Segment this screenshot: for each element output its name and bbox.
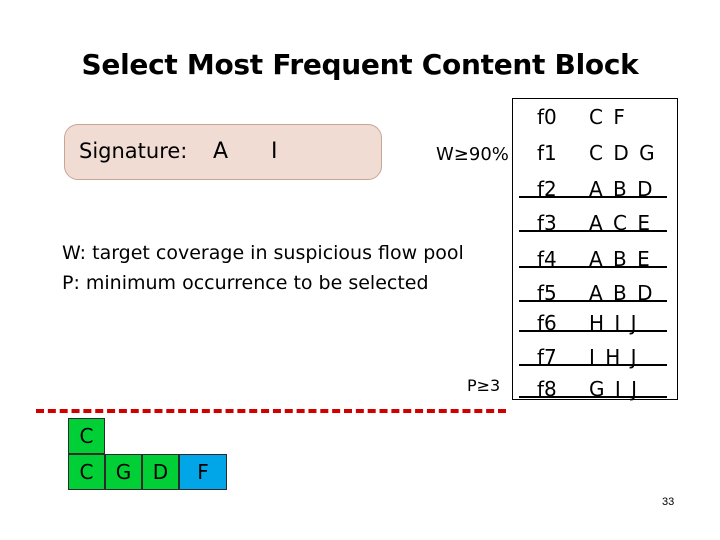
- strikethrough-line: [519, 300, 667, 302]
- flow-row: f1 C D G: [513, 135, 677, 169]
- flow-id: f3: [537, 211, 557, 235]
- flow-id: f6: [537, 311, 557, 335]
- flow-id: f1: [537, 141, 557, 165]
- signature-block-i: I: [271, 139, 278, 164]
- p-description: P: minimum occurrence to be selected: [62, 272, 429, 294]
- flow-row: f2 A B D: [513, 171, 677, 205]
- flow-id: f0: [537, 105, 557, 129]
- p-threshold-label: P≥3: [467, 376, 501, 395]
- flow-blocks: C F: [589, 105, 627, 129]
- strikethrough-line: [519, 330, 667, 332]
- slide-title: Select Most Frequent Content Block: [81, 48, 639, 81]
- w-threshold-label: W≥90%: [436, 144, 509, 165]
- strikethrough-line: [519, 196, 667, 198]
- flow-row: f7 I H J: [513, 339, 677, 373]
- flow-id: f4: [537, 247, 557, 271]
- flow-id: f5: [537, 281, 557, 305]
- flow-row: f6 H I J: [513, 305, 677, 339]
- page-number: 33: [662, 496, 675, 508]
- signature-label: Signature:: [79, 139, 188, 163]
- strikethrough-line: [519, 364, 667, 366]
- flow-row: f3 A C E: [513, 205, 677, 239]
- flow-pool-table: f0 C F f1 C D G f2 A B D f3 A C E f4 A B…: [512, 98, 678, 401]
- histogram-block-d: D: [142, 454, 179, 490]
- signature-box: Signature: A I: [64, 124, 382, 180]
- strikethrough-line: [519, 266, 667, 268]
- flow-row: f5 A B D: [513, 275, 677, 309]
- histogram-block-c: C: [68, 454, 105, 490]
- signature-block-a: A: [213, 139, 229, 164]
- strikethrough-line: [519, 230, 667, 232]
- histogram-block-f: F: [179, 454, 227, 490]
- flow-id: f2: [537, 177, 557, 201]
- strikethrough-line: [519, 396, 667, 398]
- flow-id: f8: [537, 377, 557, 401]
- histogram-block-c-stack: C: [68, 418, 105, 454]
- w-description: W: target coverage in suspicious flow po…: [62, 242, 464, 264]
- flow-row: f0 C F: [513, 99, 677, 133]
- flow-id: f7: [537, 345, 557, 369]
- threshold-dashed-line: [36, 409, 506, 413]
- histogram-block-g: G: [105, 454, 142, 490]
- flow-blocks: C D G: [589, 141, 657, 165]
- flow-row: f4 A B E: [513, 241, 677, 275]
- flow-row: f8 G I J: [513, 371, 677, 405]
